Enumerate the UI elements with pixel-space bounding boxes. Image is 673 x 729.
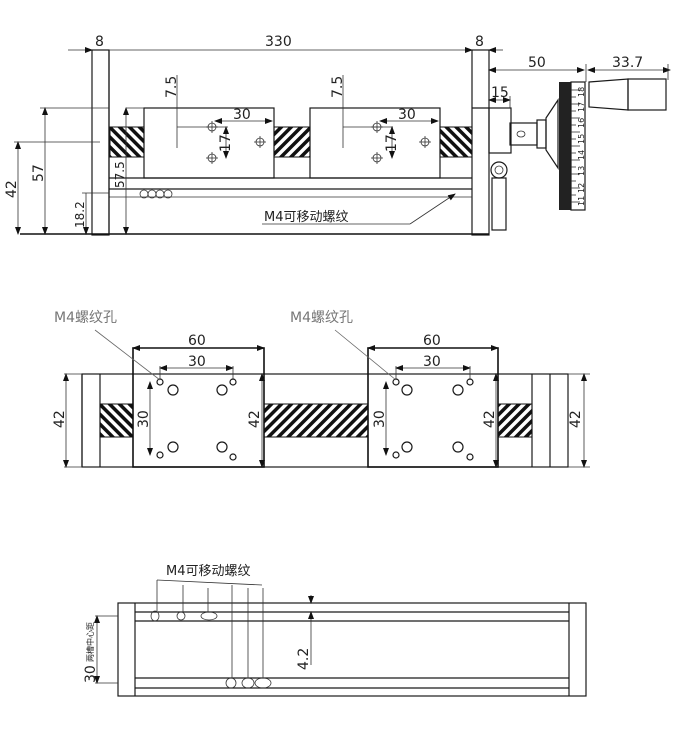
dim-18-2: 18.2 [73, 201, 87, 228]
dim-8-left: 8 [95, 34, 104, 50]
dim-42-carriage-right: 42 [482, 410, 498, 428]
dim-7-5-left: 7.5 [164, 76, 180, 98]
svg-text:13: 13 [577, 166, 586, 176]
carriage-left [143, 107, 275, 179]
dim-42-base-left: 42 [52, 410, 68, 428]
svg-text:16: 16 [577, 118, 586, 128]
dim-330: 330 [265, 34, 292, 50]
svg-text:18: 18 [577, 87, 586, 97]
dim-30-v-right: 30 [372, 410, 388, 428]
bottom-view: M4可移动螺纹 4.2 30 两槽中心距 [83, 564, 587, 697]
dim-50: 50 [528, 55, 546, 71]
slot-center-note: 两槽中心距 [85, 622, 95, 662]
dim-60-right: 60 [423, 333, 441, 349]
dim-17-left: 17 [218, 134, 234, 152]
lock-lever[interactable] [490, 161, 508, 179]
motor-flange [488, 107, 512, 154]
callout-m4-hole-right: M4螺纹孔 [290, 310, 353, 326]
crank-handle[interactable] [588, 78, 629, 111]
right-end-plate [471, 49, 490, 236]
dim-7-5-right: 7.5 [330, 76, 346, 98]
dim-17-right: 17 [384, 134, 400, 152]
dim-30-h-left: 30 [188, 354, 206, 370]
svg-text:14: 14 [577, 150, 586, 160]
dim-57: 57 [31, 164, 47, 182]
svg-text:12: 12 [577, 183, 586, 193]
dim-42-base-right: 42 [568, 410, 584, 428]
top-view: 60 30 30 42 60 30 30 42 42 42 M4螺纹孔 M4螺纹… [52, 310, 590, 468]
dim-30-slot-center: 30 [83, 665, 99, 683]
dim-42-side: 42 [4, 180, 20, 198]
side-view: 7.5 30 17 7.5 30 17 8 330 8 42 57 18.2 5… [4, 34, 671, 236]
dim-4-2: 4.2 [296, 648, 312, 670]
dial-numbers: 11 12 13 14 15 16 17 18 [577, 87, 586, 206]
dim-60-left: 60 [188, 333, 206, 349]
carriage-right [309, 107, 441, 179]
dim-15: 15 [491, 85, 509, 101]
svg-text:15: 15 [577, 134, 586, 144]
dim-57-5: 57.5 [113, 161, 127, 188]
left-end-plate [91, 49, 110, 236]
dim-33-7: 33.7 [612, 55, 643, 71]
svg-text:11: 11 [577, 196, 586, 206]
callout-m4-movable-thread: M4可移动螺纹 [264, 210, 349, 225]
lead-screw-section [109, 126, 145, 158]
graduated-dial [559, 82, 571, 210]
callout-m4-movable-thread-bottom: M4可移动螺纹 [166, 564, 251, 579]
dim-8-right: 8 [475, 34, 484, 50]
svg-text:17: 17 [577, 102, 586, 112]
dim-30-right: 30 [398, 107, 416, 123]
dim-30-left: 30 [233, 107, 251, 123]
dim-42-carriage-left: 42 [247, 410, 263, 428]
dim-30-h-right: 30 [423, 354, 441, 370]
dim-30-v-left: 30 [136, 410, 152, 428]
callout-m4-hole-left: M4螺纹孔 [54, 310, 117, 326]
